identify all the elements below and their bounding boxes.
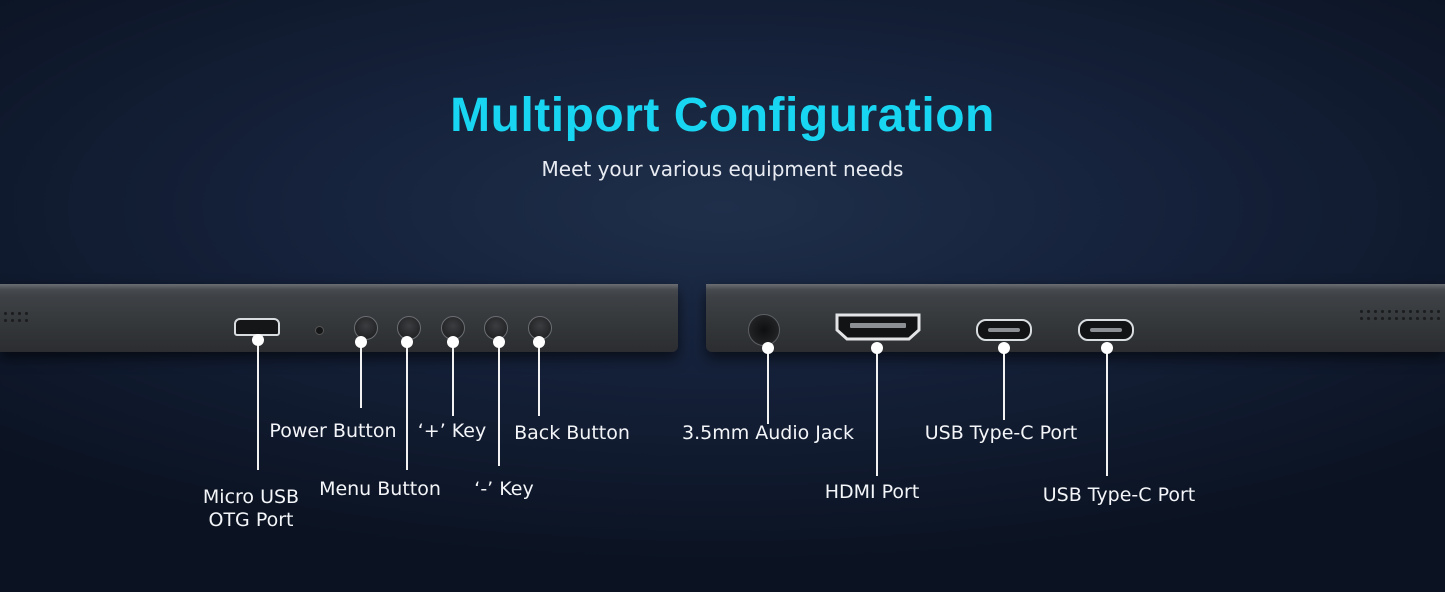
page-subtitle: Meet your various equipment needs xyxy=(541,157,904,181)
callout-line-menu xyxy=(406,342,408,470)
usbc-port-1-icon xyxy=(976,319,1032,341)
callout-line-micro-usb xyxy=(257,340,259,470)
label-power-button: Power Button xyxy=(269,420,397,442)
vent-grille-right xyxy=(1358,308,1442,322)
callout-line-back xyxy=(538,342,540,416)
callout-line-minus xyxy=(498,342,500,466)
panel-bevel-left xyxy=(0,284,678,290)
callout-line-power xyxy=(360,342,362,408)
panel-bevel-right xyxy=(706,284,1445,290)
label-micro-usb-otg-port: Micro USB OTG Port xyxy=(202,486,300,531)
callout-line-audio xyxy=(767,348,769,424)
label-audio-jack: 3.5mm Audio Jack xyxy=(681,422,854,444)
callout-line-hdmi xyxy=(876,348,878,476)
page-title: Multiport Configuration xyxy=(450,89,995,142)
callout-line-usbc-1 xyxy=(1003,348,1005,420)
monitor-edge-left xyxy=(0,284,678,352)
label-back-button: Back Button xyxy=(514,422,630,444)
callout-dot-back xyxy=(533,336,545,348)
callout-dot-minus xyxy=(493,336,505,348)
callout-line-plus xyxy=(452,342,454,416)
label-plus-key: ‘+’ Key xyxy=(417,420,487,442)
callout-dot-plus xyxy=(447,336,459,348)
vent-grille-left xyxy=(2,310,32,324)
callout-dot-micro-usb xyxy=(252,334,264,346)
label-usbc-port-2: USB Type-C Port xyxy=(1042,484,1196,506)
callout-dot-menu xyxy=(401,336,413,348)
callout-dot-power xyxy=(355,336,367,348)
callout-dot-hdmi xyxy=(871,342,883,354)
monitor-edge-right xyxy=(706,284,1445,352)
indicator-led-icon xyxy=(315,326,324,335)
usbc-port-2-icon xyxy=(1078,319,1134,341)
hdmi-port-icon xyxy=(835,313,921,341)
callout-dot-audio xyxy=(762,342,774,354)
callout-dot-usbc-1 xyxy=(998,342,1010,354)
label-minus-key: ‘-’ Key xyxy=(474,478,534,500)
label-hdmi-port: HDMI Port xyxy=(824,481,920,503)
audio-jack-icon xyxy=(748,314,780,346)
callout-dot-usbc-2 xyxy=(1101,342,1113,354)
callout-line-usbc-2 xyxy=(1106,348,1108,476)
label-usbc-port-1: USB Type-C Port xyxy=(924,422,1078,444)
label-menu-button: Menu Button xyxy=(319,478,441,500)
